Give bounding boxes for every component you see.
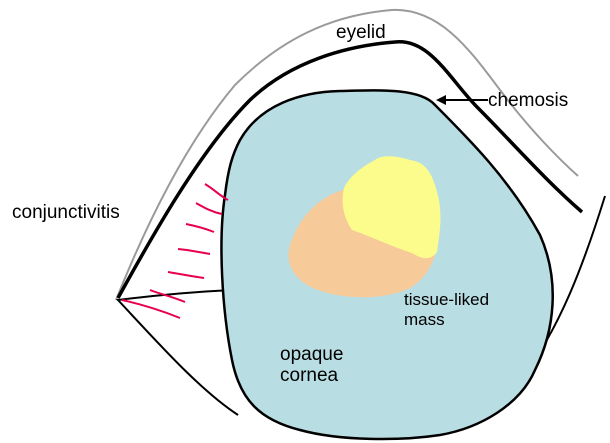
conjunctivitis-label: conjunctivitis — [12, 202, 120, 223]
mass-label-line2: mass — [404, 310, 489, 330]
eyelid-label: eyelid — [336, 22, 386, 43]
chemosis-label: chemosis — [488, 90, 568, 111]
cornea-label-line1: opaque — [280, 344, 343, 365]
mass-label-line1: tissue-liked — [404, 290, 489, 310]
cornea-label-line2: cornea — [280, 365, 343, 386]
cornea-label: opaque cornea — [280, 344, 343, 386]
mass-label: tissue-liked mass — [404, 290, 489, 330]
chemosis-arrow — [436, 95, 488, 105]
inner-corner-outline — [118, 290, 238, 415]
